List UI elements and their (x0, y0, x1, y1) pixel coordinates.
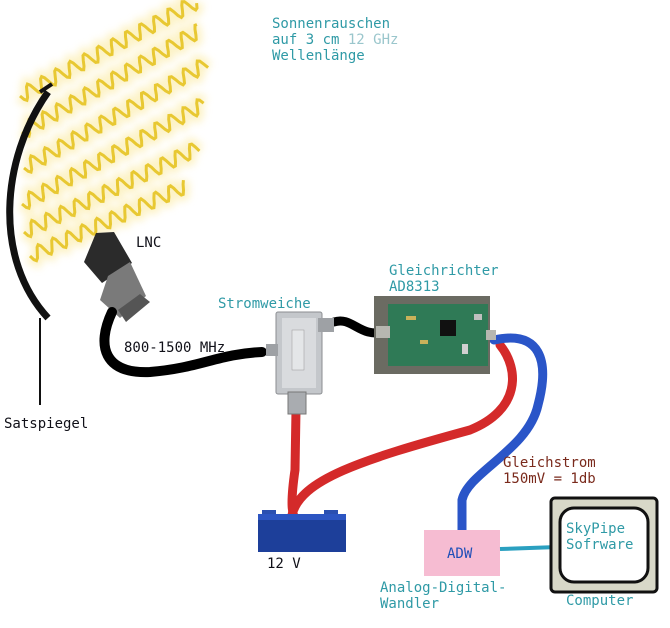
adw-caption-line1: Analog-Digital- (380, 580, 507, 596)
stromweiche-label: Stromweiche (218, 296, 311, 312)
sun-ray (21, 98, 205, 211)
blue-wire (457, 333, 548, 535)
sun-rays (16, 0, 212, 269)
lnc-device (84, 232, 150, 322)
gleichstrom-scale-label: 150mV = 1db (503, 471, 596, 487)
screen-text-line2: Sofrware (566, 537, 634, 553)
sun-ray (22, 142, 201, 239)
adw-caption-line2: Wandler (380, 596, 440, 612)
frequency-label: 800-1500 MHz (124, 340, 226, 356)
battery (258, 510, 346, 552)
adw-label: ADW (447, 546, 473, 562)
rectifier-board (374, 296, 496, 374)
gleichrichter-label: Gleichrichter (389, 263, 499, 279)
dish-reflector (6, 89, 51, 321)
satspiegel-label: Satspiegel (4, 416, 89, 432)
ad8313-label: AD8313 (389, 279, 440, 295)
lnc-label: LNC (136, 235, 162, 251)
dish-top-edge (38, 82, 54, 94)
computer-label: Computer (566, 593, 634, 609)
sun-title-line3: Wellenlänge (272, 48, 365, 64)
sun-ray (21, 23, 198, 138)
sun-title-distance: auf 3 cm (272, 32, 340, 48)
adw-box (424, 530, 500, 576)
sun-title-line2: auf 3 cm 12 GHz (272, 33, 398, 48)
gleichstrom-label: Gleichstrom (503, 455, 596, 471)
red-wire-rectifier (287, 340, 517, 520)
data-cable (499, 545, 559, 551)
battery-label: 12 V (267, 556, 301, 572)
sun-ray (23, 59, 210, 174)
coax-cable-lnc (99, 307, 267, 378)
sun-title-frequency: 12 GHz (347, 32, 399, 48)
computer-monitor (549, 496, 659, 594)
sun-ray (28, 179, 186, 263)
sun-title-line1: Sonnenrauschen (272, 16, 391, 32)
stromweiche-device (266, 311, 334, 415)
screen-text-line1: SkyPipe (566, 521, 626, 537)
